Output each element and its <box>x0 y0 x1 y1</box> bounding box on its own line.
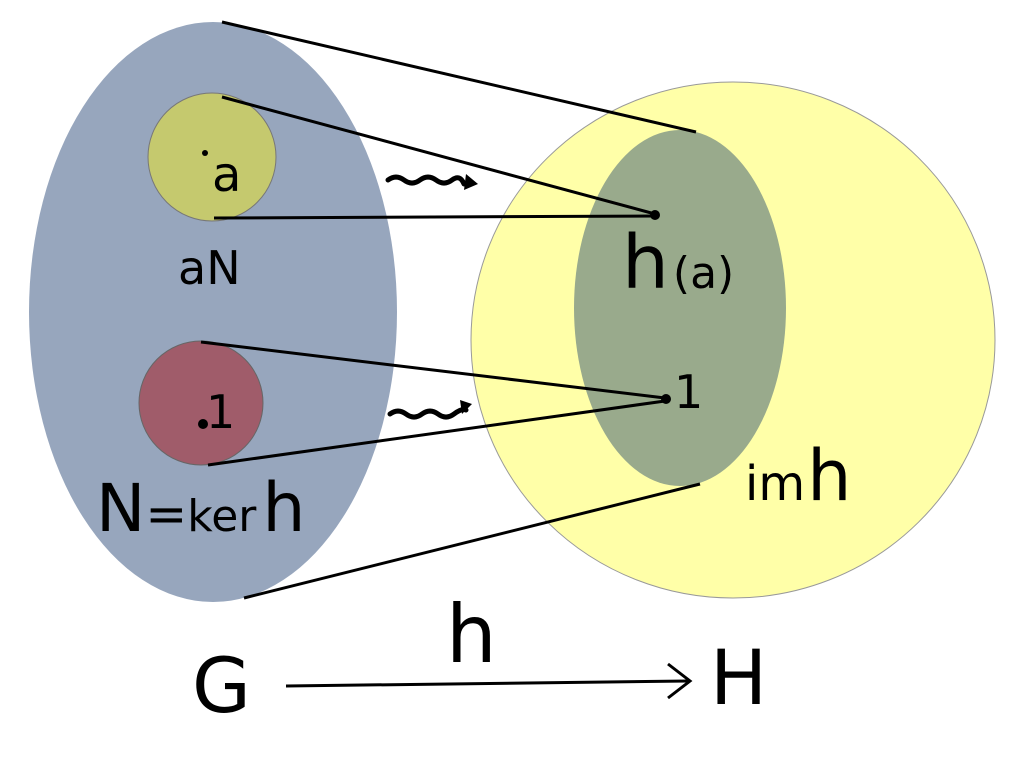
label-kernel-equals: = <box>145 485 187 543</box>
label-image: imh <box>745 435 851 517</box>
label-kernel: N=kerh <box>96 469 305 548</box>
squiggle-arrow-lower-head <box>460 400 472 414</box>
label-h-of-a-arg: (a) <box>673 248 734 299</box>
group-G-set <box>29 22 397 602</box>
label-kernel-N: N <box>96 470 145 547</box>
coset-top-line <box>221 95 656 216</box>
image-set <box>574 130 786 486</box>
squiggle-arrow-upper <box>385 174 478 190</box>
label-coset-aN: aN <box>178 241 241 295</box>
label-point-a: a <box>212 147 241 203</box>
squiggle-arrow-lower-body <box>387 407 469 420</box>
kernel-N-circle <box>138 340 264 466</box>
point-identity-H <box>661 394 671 404</box>
coset-aN-circle <box>147 92 277 222</box>
kernel-bottom-line <box>207 399 666 467</box>
label-point-1-in-N: 1 <box>206 385 235 439</box>
label-domain-G: G <box>192 641 251 730</box>
point-identity-N <box>198 419 208 429</box>
map-arrow-shaft <box>285 679 689 688</box>
point-a <box>202 150 208 156</box>
top-outline-line <box>221 20 697 134</box>
label-image-h: h <box>807 435 851 517</box>
label-h-of-a: h(a) <box>622 220 734 306</box>
label-kernel-ker: ker <box>187 491 257 542</box>
kernel-top-line <box>200 340 666 400</box>
map-arrow-head <box>667 662 693 700</box>
squiggle-arrow-lower <box>387 400 472 420</box>
label-identity-H: 1 <box>674 365 703 419</box>
bottom-outline-line <box>243 482 701 600</box>
squiggle-arrow-upper-body <box>385 174 467 187</box>
label-kernel-h: h <box>262 469 305 548</box>
label-h-of-a-h: h <box>622 220 669 306</box>
label-codomain-H: H <box>710 633 767 722</box>
mapping-lines <box>200 20 701 600</box>
point-h-a <box>650 210 660 220</box>
label-map-h: h <box>446 588 497 681</box>
squiggle-arrow-upper-head <box>464 174 478 190</box>
coset-bottom-line <box>213 214 656 220</box>
label-image-im: im <box>745 456 805 512</box>
